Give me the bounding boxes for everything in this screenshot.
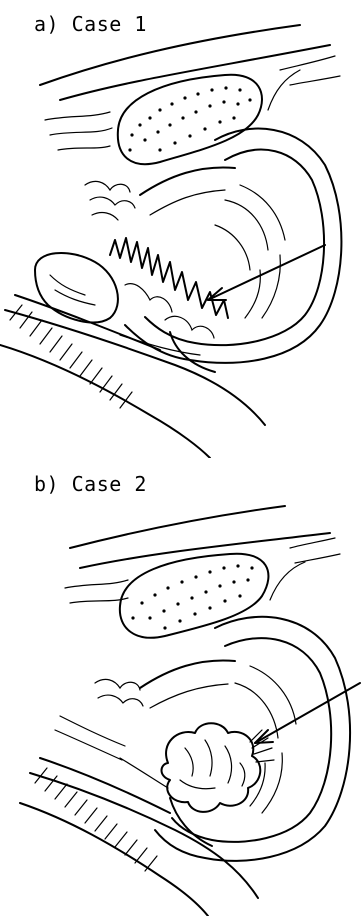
left-oval-structure [35,253,118,322]
stipple-pattern [128,86,251,151]
arrow-line [208,245,325,300]
illustration-case-2 [0,458,363,916]
illustration-case-1 [0,0,363,458]
tumor-mass [162,723,261,812]
panel-case-2: b) Case 2 [0,458,363,916]
hatched-wall [35,768,157,871]
hatched-wall [10,305,132,408]
dotted-bone [120,554,269,638]
papillary-tumor [110,238,228,318]
dotted-bone [118,75,262,164]
panel-case-1: a) Case 1 [0,0,363,458]
